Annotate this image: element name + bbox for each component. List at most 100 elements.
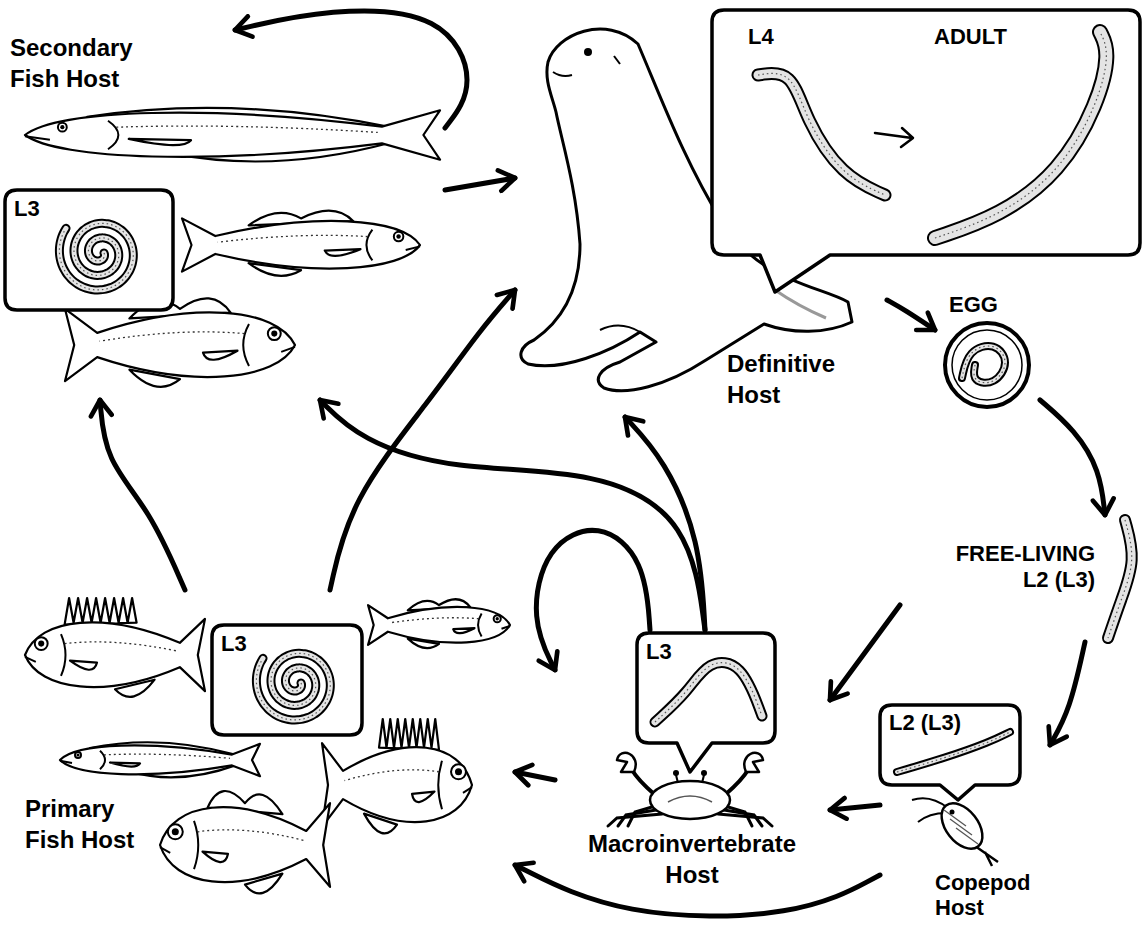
gut-line xyxy=(775,290,826,318)
fish-drawing xyxy=(25,598,205,697)
fish-pupil xyxy=(496,617,499,620)
egg-drawing xyxy=(945,323,1029,407)
crab-claw xyxy=(617,753,636,772)
fish-pupil xyxy=(38,641,44,647)
larva-callout: L3 xyxy=(212,625,362,735)
fish-mouth xyxy=(406,246,420,250)
fish-line xyxy=(65,642,178,651)
callout-outline xyxy=(880,705,1020,800)
worm-texture xyxy=(962,346,1005,383)
fish-body xyxy=(25,110,440,159)
copepod-segment xyxy=(944,810,966,826)
growth-arrow xyxy=(875,128,913,147)
sea-lion-ear xyxy=(614,56,620,64)
crab-eye xyxy=(673,770,679,776)
fish-fin xyxy=(412,792,435,802)
fish-line xyxy=(104,754,230,758)
fish-body xyxy=(160,803,330,887)
stage-label: L4 xyxy=(748,24,868,50)
fish-body xyxy=(25,619,205,691)
crab-leg xyxy=(608,814,662,826)
life-cycle-arrow xyxy=(887,300,935,330)
worm-body xyxy=(655,663,762,722)
host-group: L3Macroinvertebrate Host xyxy=(555,630,830,897)
fish-gill xyxy=(61,634,66,676)
sea-lion-eye xyxy=(584,48,592,56)
fish-drawing xyxy=(368,599,510,648)
worm-body xyxy=(256,653,330,720)
host-label: Macroinvertebrate Host xyxy=(572,828,812,890)
fish-eye xyxy=(268,327,281,340)
stage-label: L2 (L3) xyxy=(889,710,989,736)
life-cycle-arrow xyxy=(515,772,555,780)
copepod-segment xyxy=(956,828,978,844)
copepod-body xyxy=(933,796,990,857)
fish-eye xyxy=(451,764,466,779)
callout-outline xyxy=(712,10,1140,292)
fish-fin xyxy=(203,351,238,360)
host-group: L3Primary Fish Host xyxy=(20,590,515,910)
stage-group: FREE-LIVING L2 (L3) xyxy=(900,515,1140,642)
callout-outline xyxy=(212,625,362,735)
fish-body xyxy=(65,309,295,381)
worm-outline xyxy=(1108,520,1132,638)
fish-mouth xyxy=(463,787,472,793)
fish-gill xyxy=(100,751,105,770)
larva-drawing xyxy=(758,32,1106,238)
stage-label: ADULT xyxy=(934,24,1054,50)
larva-drawing xyxy=(256,653,330,720)
worm-body xyxy=(897,732,1010,772)
fish-fin xyxy=(65,598,137,625)
fish-line xyxy=(345,770,440,781)
fish-fin xyxy=(70,661,97,670)
worm-outline xyxy=(59,223,133,290)
worm-body xyxy=(59,223,133,290)
worm-body xyxy=(935,32,1106,238)
larva-drawing xyxy=(59,223,133,290)
fish-gill xyxy=(438,761,442,809)
larva-callout: L4 ADULT xyxy=(712,10,1140,255)
host-label: Secondary Fish Host xyxy=(10,32,160,94)
sea-lion-mouth xyxy=(553,72,572,76)
fish-fin xyxy=(379,719,439,750)
worm-outline xyxy=(962,346,1005,383)
stage-label: L3 xyxy=(14,196,54,222)
worm-texture xyxy=(655,663,762,722)
host-label: Primary Fish Host xyxy=(25,793,160,855)
copepod-eye xyxy=(950,810,955,815)
worm-outline xyxy=(935,32,1106,238)
fish-pupil xyxy=(172,828,179,835)
fish-fin xyxy=(203,852,229,862)
worm-outline xyxy=(897,732,1010,772)
worm-outline xyxy=(256,653,330,720)
fish-eye xyxy=(58,123,67,132)
crab-claw xyxy=(744,753,763,772)
fish-mouth xyxy=(160,847,170,853)
worm-texture xyxy=(59,223,133,290)
worm-body xyxy=(758,73,885,195)
copepod-segment xyxy=(950,819,972,835)
fish-pupil xyxy=(455,768,462,775)
life-cycle-arrow xyxy=(1040,400,1105,515)
worm-body xyxy=(962,346,1005,383)
fish-pupil xyxy=(77,753,80,756)
fish-eye xyxy=(394,232,404,242)
larva-drawing xyxy=(655,663,762,722)
worm-texture xyxy=(758,73,885,195)
life-cycle-arrow xyxy=(536,530,650,670)
copepod-drawing xyxy=(912,796,998,866)
fish-line xyxy=(218,235,368,242)
fish-fin xyxy=(110,763,140,767)
stage-group: EGG xyxy=(935,290,1040,412)
crab-body xyxy=(650,781,730,819)
fish-gill xyxy=(478,613,482,636)
life-cycle-arrow xyxy=(830,805,880,810)
fish-mouth xyxy=(281,347,295,352)
fish-body xyxy=(182,218,420,271)
host-label: Definitive Host xyxy=(727,348,877,410)
egg-shell xyxy=(945,323,1029,407)
callout-frame xyxy=(712,10,1140,255)
host-label: EGG xyxy=(949,292,1029,318)
stage-label: L3 xyxy=(646,639,686,665)
